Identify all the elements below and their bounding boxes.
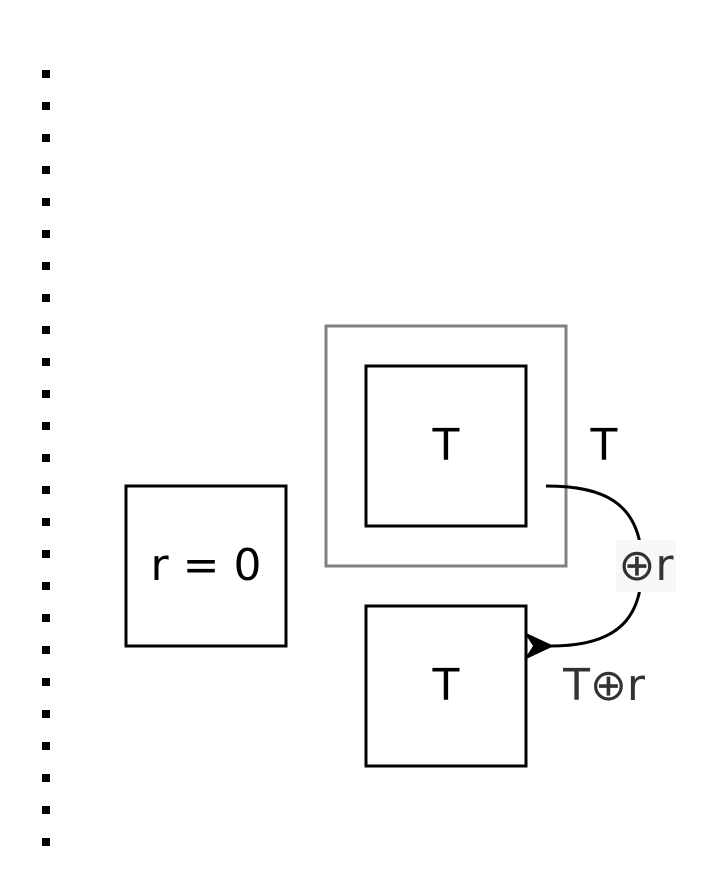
dot [42, 454, 50, 462]
dot [42, 422, 50, 430]
dot [42, 646, 50, 654]
dot [42, 198, 50, 206]
dot [42, 710, 50, 718]
dot [42, 134, 50, 142]
t-inner-box: T [364, 364, 528, 528]
dot [42, 838, 50, 846]
dot [42, 774, 50, 782]
dot [42, 742, 50, 750]
r-box: r = 0 [124, 484, 288, 648]
dot [42, 166, 50, 174]
dot [42, 550, 50, 558]
r-box-frame [124, 484, 288, 648]
op-label-background [616, 540, 676, 592]
dot [42, 518, 50, 526]
dot [42, 678, 50, 686]
result-label: T⊕r [562, 660, 646, 711]
t-side-label: T [590, 420, 618, 471]
dot [42, 582, 50, 590]
t-inner-frame [364, 364, 528, 528]
op-label: ⊕r [619, 540, 675, 591]
t-result-frame [364, 604, 528, 768]
dot [42, 486, 50, 494]
dot [42, 614, 50, 622]
dot [42, 806, 50, 814]
dot [42, 326, 50, 334]
dot [42, 262, 50, 270]
t-result-box: T [364, 604, 528, 768]
dot [42, 230, 50, 238]
dot [42, 358, 50, 366]
dot [42, 390, 50, 398]
outer-frame [324, 324, 568, 568]
dot [42, 102, 50, 110]
dotted-vertical-line [42, 70, 50, 846]
dot [42, 294, 50, 302]
dot [42, 70, 50, 78]
r-box-label: r = 0 [151, 540, 262, 591]
t-inner-label: T [432, 420, 460, 471]
t-result-label: T [432, 660, 460, 711]
